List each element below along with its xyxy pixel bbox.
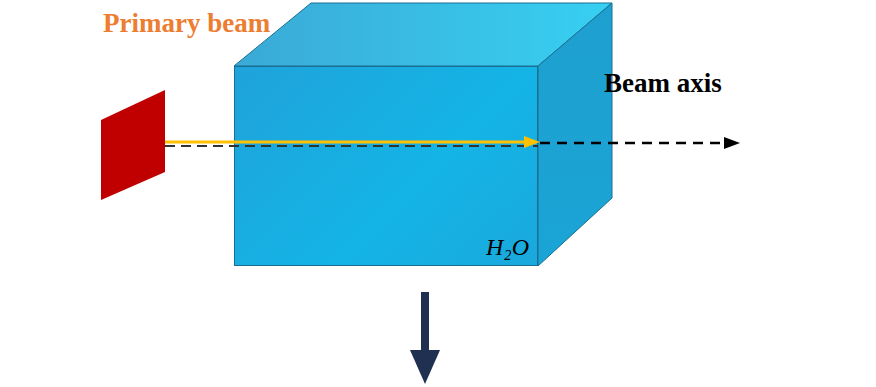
beam-title: Primary beam <box>103 8 270 39</box>
water-cube: H₂O <box>234 66 538 266</box>
material-label: H₂O <box>486 234 529 261</box>
down-arrow-head <box>410 350 440 384</box>
down-arrow-shaft <box>421 292 429 352</box>
cube-side-face <box>538 3 612 266</box>
source-plate <box>101 90 165 200</box>
axis-label: Beam axis <box>604 68 722 99</box>
beam-axis-head <box>724 137 740 149</box>
beam-axis-line <box>540 142 728 145</box>
